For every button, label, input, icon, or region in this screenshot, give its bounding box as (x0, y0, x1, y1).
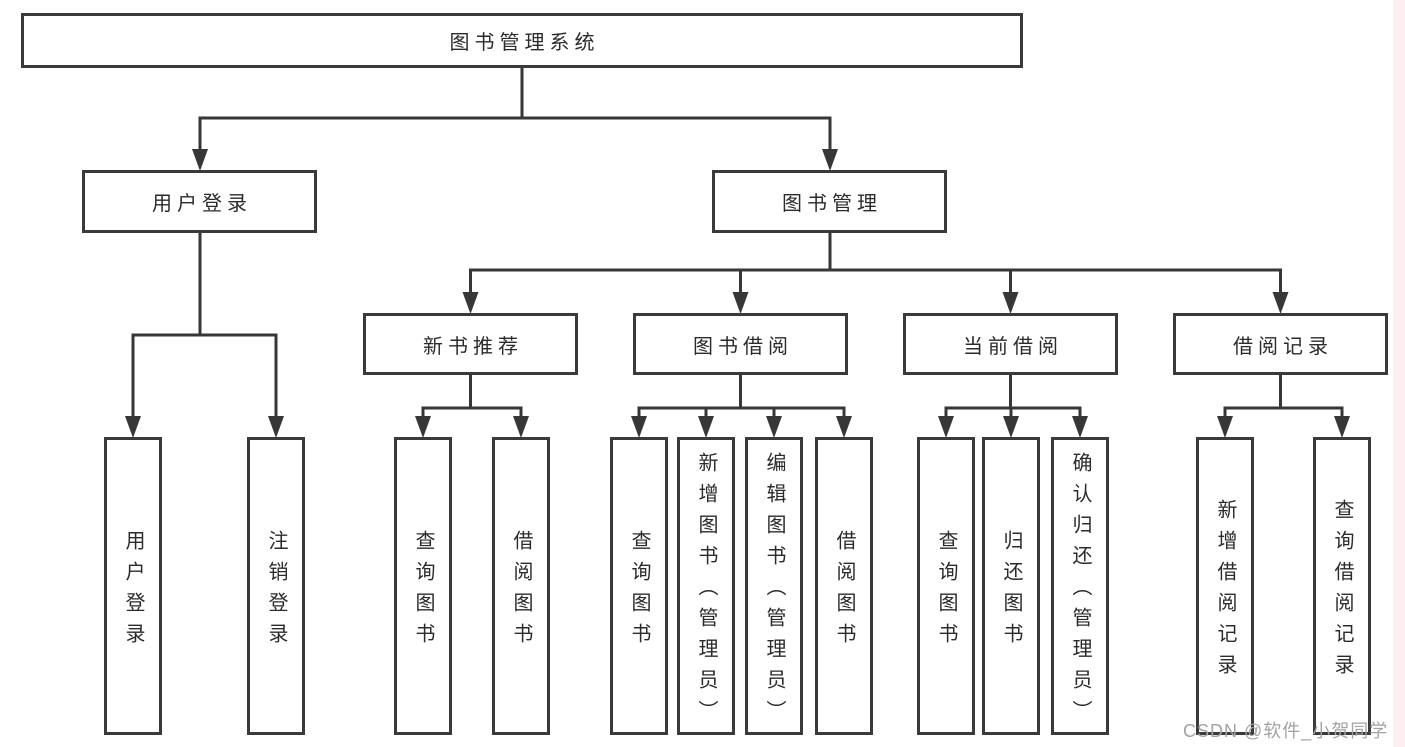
node-label: 查询图书 (412, 529, 434, 654)
leaf-query-books: 查询图书 (917, 437, 975, 735)
connector-arrowhead-icon (415, 416, 431, 438)
leaf-return-books: 归还图书 (982, 437, 1040, 735)
node-label: 归还图书 (1000, 529, 1022, 654)
right-edge-tint (1393, 0, 1405, 747)
node-label: 确认归还（管理员） (1069, 452, 1091, 731)
connector-arrowhead-icon (732, 292, 749, 314)
connector-arrowhead-icon (1003, 416, 1019, 438)
node-label: 查询图书 (935, 529, 957, 654)
leaf-edit-books-admin: 编辑图书（管理员） (745, 437, 803, 735)
leaf-query-books: 查询图书 (394, 437, 452, 735)
connector-arrowhead-icon (938, 416, 954, 438)
node-label: 查询图书 (628, 529, 650, 654)
connector-arrowhead-icon (192, 149, 208, 171)
leaf-query-books: 查询图书 (610, 437, 668, 735)
connector-arrowhead-icon (631, 416, 647, 438)
node-label: 查询借阅记录 (1331, 498, 1353, 685)
node-label: 用户登录 (122, 529, 144, 654)
node-borrowing-records: 借阅记录 (1173, 313, 1388, 375)
node-label: 借阅图书 (833, 529, 855, 654)
leaf-confirm-return-admin: 确认归还（管理员） (1051, 437, 1109, 735)
connector-arrowhead-icon (1334, 416, 1350, 438)
connector-arrowhead-icon (462, 292, 479, 314)
leaf-user-login: 用户登录 (104, 437, 162, 735)
connector-arrowhead-icon (513, 416, 529, 438)
node-label: 图书借阅 (693, 335, 793, 358)
node-book-management: 图书管理 (712, 170, 947, 233)
node-label: 图书管理 (782, 193, 882, 215)
node-label: 用户登录 (152, 193, 252, 215)
connector-arrowhead-icon (698, 416, 714, 438)
connector-arrowhead-icon (1002, 292, 1019, 314)
connector-arrowhead-icon (1272, 292, 1289, 314)
node-label: 新增借阅记录 (1214, 498, 1236, 685)
node-new-book-recommendation: 新书推荐 (363, 313, 578, 375)
node-book-borrowing: 图书借阅 (633, 313, 848, 375)
connector-arrowhead-icon (836, 416, 852, 438)
connector-arrowhead-icon (268, 416, 284, 438)
node-library-management-system: 图书管理系统 (21, 13, 1023, 68)
connector-arrowhead-icon (766, 416, 782, 438)
leaf-borrow-books: 借阅图书 (492, 437, 550, 735)
node-label: 当前借阅 (963, 335, 1063, 358)
connector-arrowhead-icon (1217, 416, 1233, 438)
connector-arrowhead-icon (125, 416, 141, 438)
leaf-borrow-books: 借阅图书 (815, 437, 873, 735)
leaf-query-borrow-record: 查询借阅记录 (1313, 437, 1371, 735)
node-label: 新书推荐 (423, 335, 523, 358)
node-label: 图书管理系统 (449, 32, 600, 54)
leaf-logout: 注销登录 (247, 437, 305, 735)
connector-arrowhead-icon (1072, 416, 1088, 438)
node-label: 借阅记录 (1233, 335, 1333, 358)
node-user-login: 用户登录 (82, 170, 317, 233)
connector-arrowhead-icon (822, 149, 838, 171)
leaf-add-books-admin: 新增图书（管理员） (677, 437, 735, 735)
watermark: CSDN @软件_小贺同学 (1183, 721, 1389, 741)
node-label: 编辑图书（管理员） (763, 452, 785, 731)
node-label: 借阅图书 (510, 529, 532, 654)
node-label: 注销登录 (265, 529, 287, 654)
node-current-borrowing: 当前借阅 (903, 313, 1118, 375)
node-label: 新增图书（管理员） (695, 452, 717, 731)
leaf-add-borrow-record: 新增借阅记录 (1196, 437, 1254, 735)
